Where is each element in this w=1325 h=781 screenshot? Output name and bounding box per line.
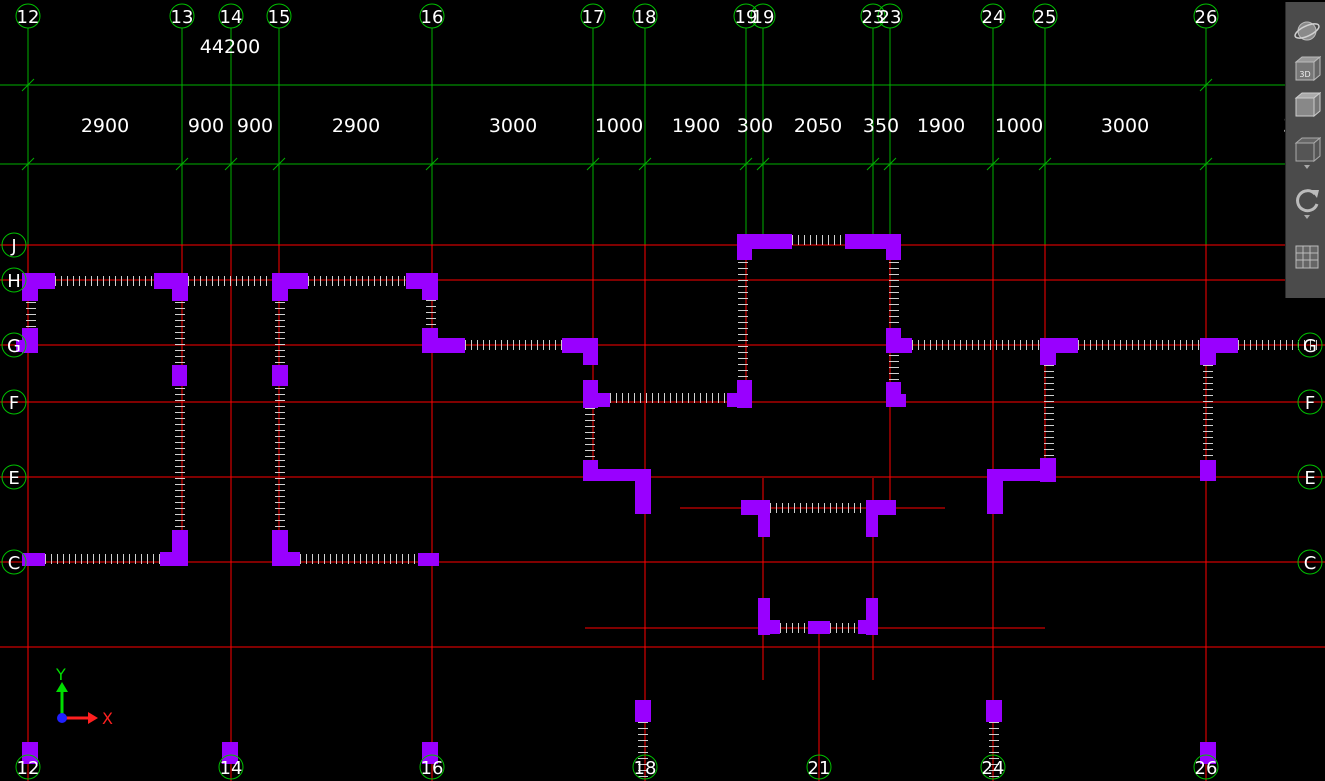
axis-label-left: G xyxy=(7,336,21,357)
segment-dimension: 2900 xyxy=(332,115,380,137)
axis-label-right: G xyxy=(1303,336,1317,357)
dimension-lines xyxy=(0,28,1325,245)
segment-dimension: 3000 xyxy=(489,115,537,137)
ucs-x-label: X xyxy=(102,709,113,728)
axis-label-top: 24 xyxy=(982,7,1005,28)
axis-label-top: 19 xyxy=(735,7,758,28)
axis-label-bottom: 12 xyxy=(17,758,40,779)
box-view-icon[interactable] xyxy=(1292,90,1322,120)
axis-label-left: C xyxy=(8,553,21,574)
segment-dimension: 2050 xyxy=(794,115,842,137)
axis-label-right: F xyxy=(1305,393,1315,414)
axis-label-bottom: 21 xyxy=(808,758,831,779)
rotate-icon[interactable] xyxy=(1292,188,1322,219)
axis-label-bottom: 18 xyxy=(634,758,657,779)
axis-label-left: H xyxy=(7,271,21,292)
axis-label-bottom: 14 xyxy=(220,758,243,779)
axis-bubbles-bottom: 12 14 16 18 21 24 26 xyxy=(15,754,1219,780)
plane-view-icon[interactable] xyxy=(1292,136,1322,169)
axis-lines xyxy=(0,244,1325,781)
ucs-y-label: Y xyxy=(55,665,66,684)
axis-label-top: 23 xyxy=(862,7,885,28)
axis-label-top: 13 xyxy=(171,7,194,28)
segment-dimension: 1000 xyxy=(995,115,1043,137)
segment-dimension: 2900 xyxy=(81,115,129,137)
axis-label-top: 19 xyxy=(752,7,775,28)
axis-label-top: 23 xyxy=(879,7,902,28)
grid-view-icon[interactable] xyxy=(1292,242,1322,272)
axis-label-left: F xyxy=(9,393,19,414)
axis-bubbles-left: J H G F E C xyxy=(1,232,27,575)
axis-label-left: E xyxy=(8,468,19,489)
axis-label-top: 14 xyxy=(220,7,243,28)
ucs-icon: Y X xyxy=(55,665,113,728)
beams xyxy=(26,235,1322,781)
axis-label-bottom: 16 xyxy=(421,758,444,779)
axis-label-bottom: 26 xyxy=(1195,758,1218,779)
view-3d-icon[interactable]: 3D xyxy=(1292,54,1322,84)
axis-label-top: 15 xyxy=(268,7,291,28)
segment-dimension: 900 xyxy=(188,115,224,137)
segment-dimension: 1000 xyxy=(595,115,643,137)
segment-dimension: 1900 xyxy=(672,115,720,137)
segment-dimension: 350 xyxy=(863,115,899,137)
axis-label-top: 18 xyxy=(634,7,657,28)
axis-label-top: 12 xyxy=(17,7,40,28)
axis-label-top: 16 xyxy=(421,7,444,28)
axis-label-left: J xyxy=(10,236,16,257)
axis-bubbles-top: 12 13 14 15 16 17 18 19 19 23 23 24 25 2… xyxy=(15,3,1219,29)
view-toolbar: 3D xyxy=(1285,2,1325,298)
axis-label-top: 25 xyxy=(1034,7,1057,28)
walls xyxy=(16,234,1238,764)
segment-dimension: 900 xyxy=(237,115,273,137)
total-dimension: 44200 xyxy=(200,36,260,58)
axis-label-bottom: 24 xyxy=(982,758,1005,779)
orbit-icon[interactable] xyxy=(1292,16,1322,46)
view-3d-label: 3D xyxy=(1299,70,1310,79)
axis-label-top: 17 xyxy=(582,7,605,28)
segment-dimension: 3000 xyxy=(1101,115,1149,137)
axis-label-top: 26 xyxy=(1195,7,1218,28)
dimension-texts: 44200 2900 900 900 2900 3000 1000 1900 3… xyxy=(81,36,1325,137)
axis-label-right: C xyxy=(1304,553,1317,574)
segment-dimension: 300 xyxy=(737,115,773,137)
segment-dimension: 1900 xyxy=(917,115,965,137)
axis-label-right: E xyxy=(1304,468,1315,489)
